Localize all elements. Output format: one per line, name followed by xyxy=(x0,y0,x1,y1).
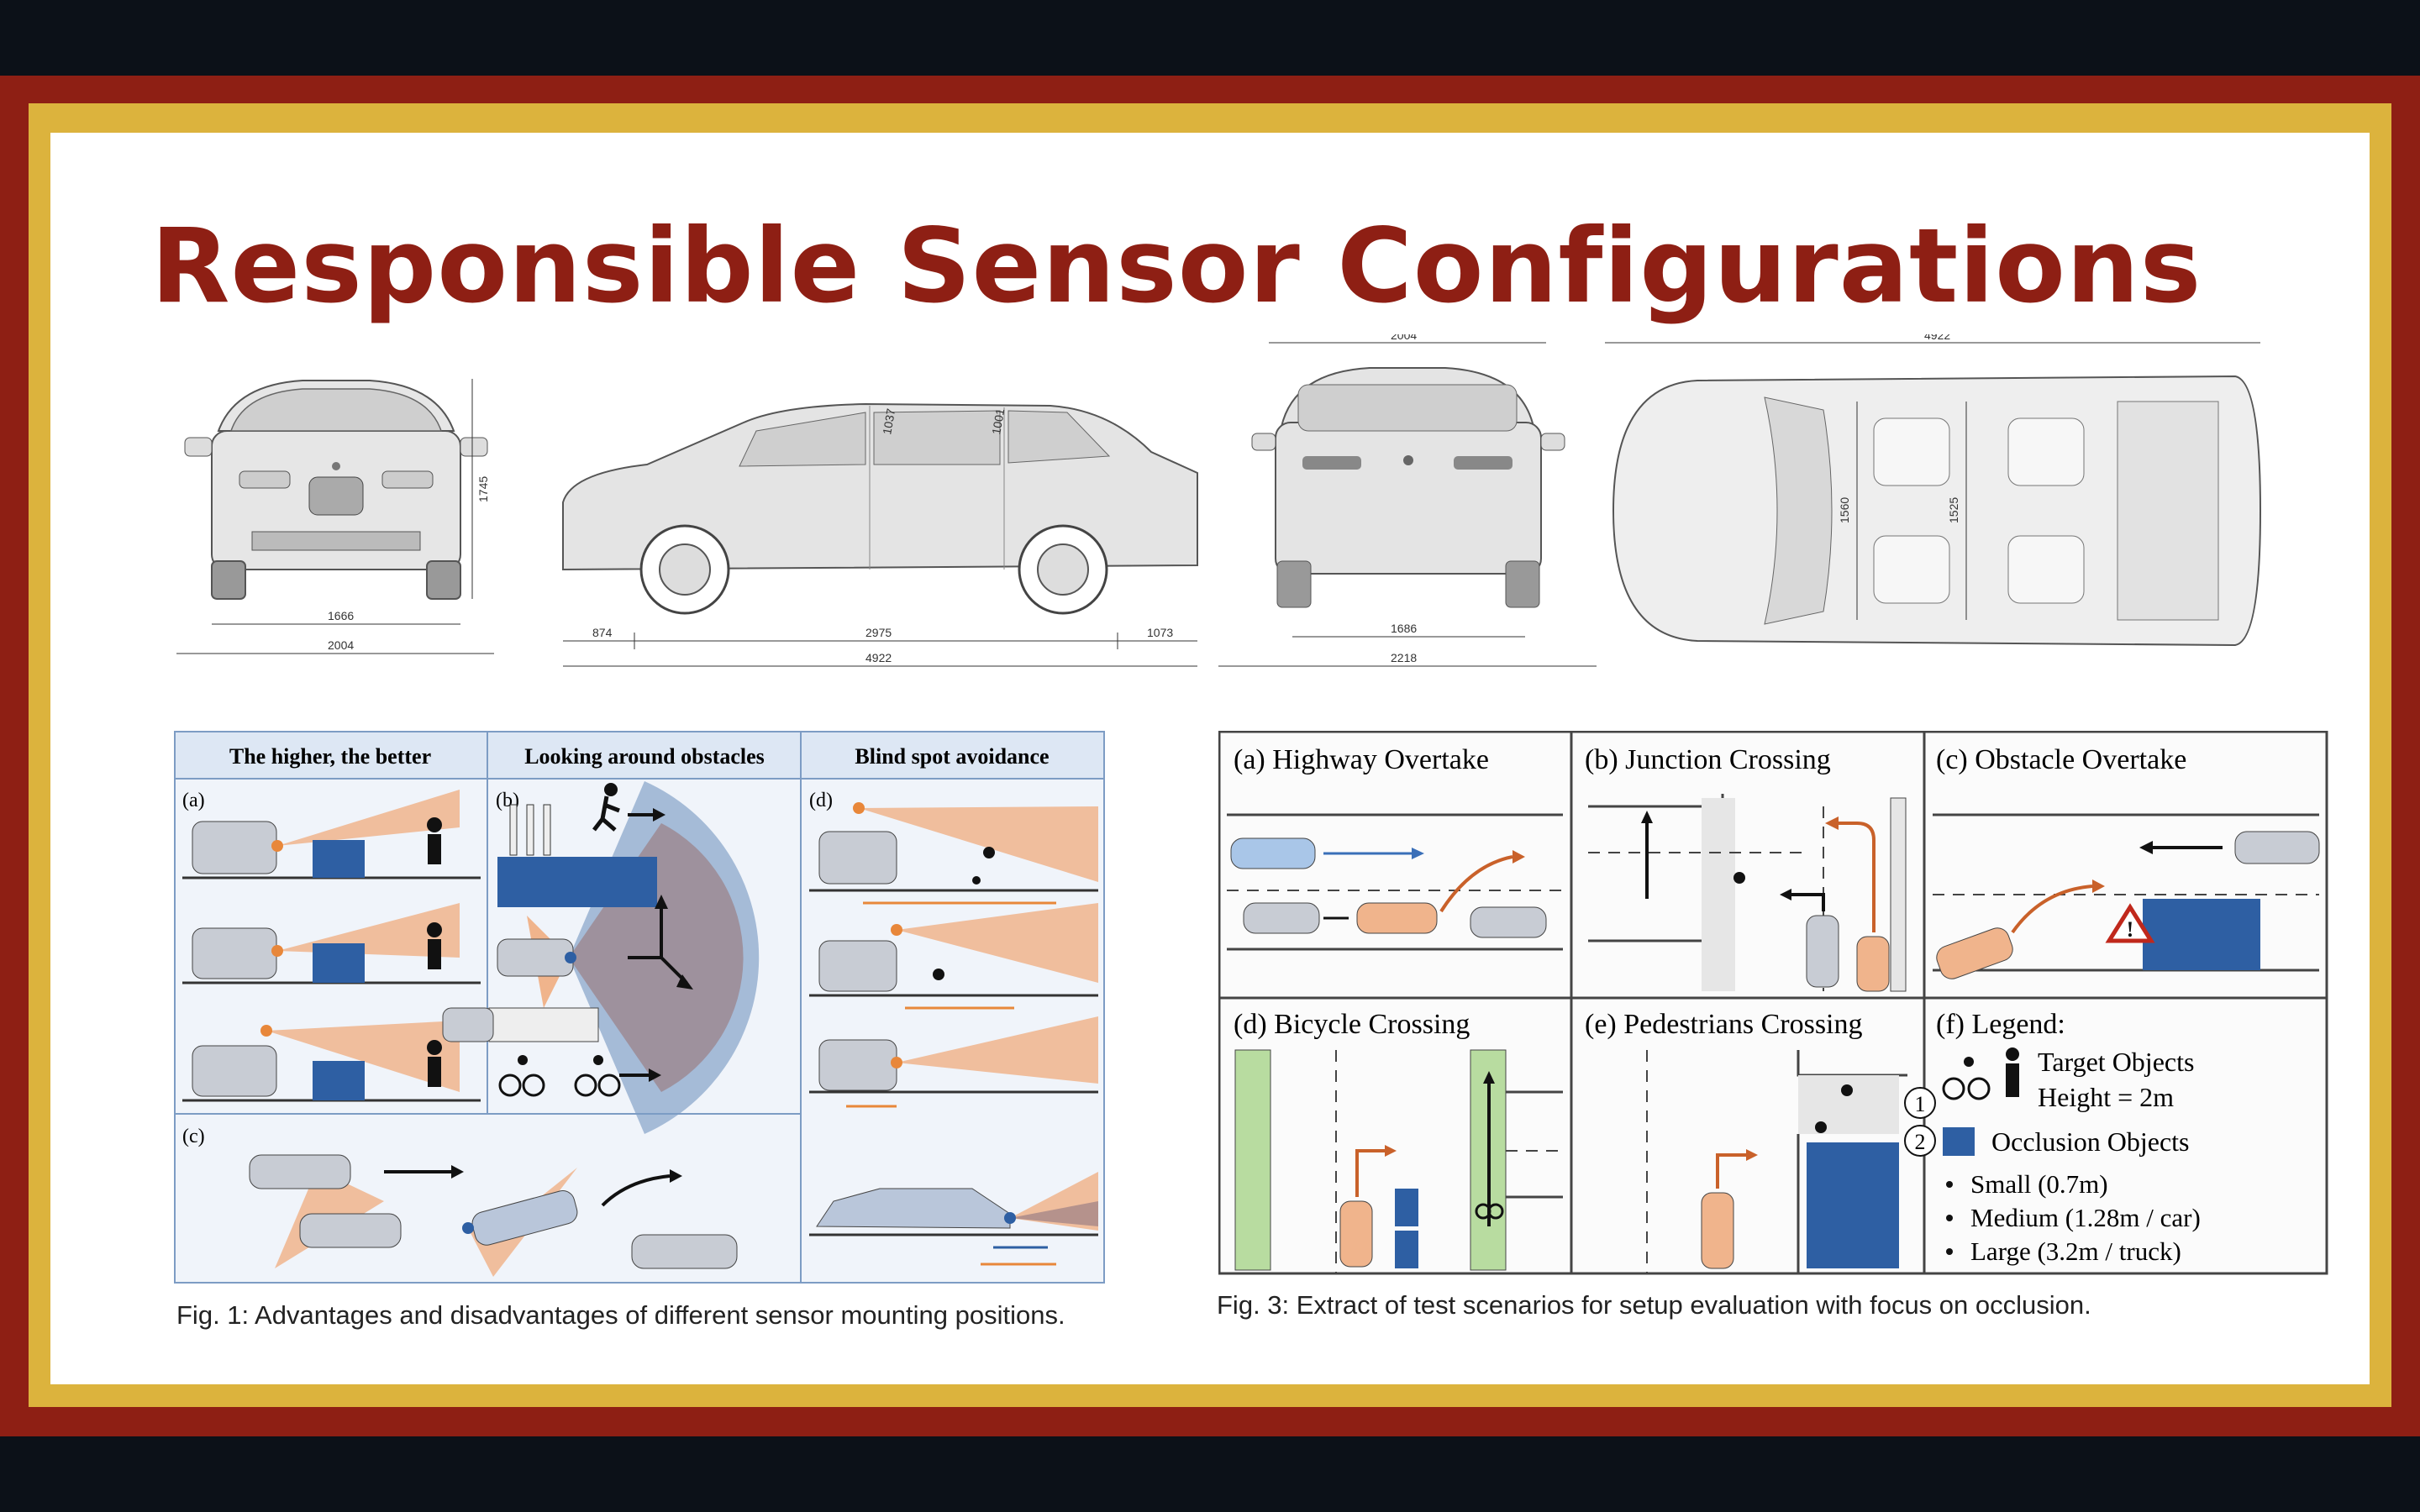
dim-length: 4922 xyxy=(865,651,892,664)
fig3-junction-crossing xyxy=(1588,794,1907,992)
dim-width-top: 2004 xyxy=(1391,334,1417,342)
fig1-panel-c xyxy=(249,1154,738,1277)
fig1-label-d: (d) xyxy=(809,790,833,811)
bicycle-icon xyxy=(1942,1077,1965,1100)
fig3-legend: Target Objects Height = 2m Occlusion Obj… xyxy=(1942,1047,2201,1266)
fig3-panel-a: (a) Highway Overtake xyxy=(1234,744,1489,775)
fig3-panel-c: (c) Obstacle Overtake xyxy=(1936,744,2186,775)
fig3-caption: Fig. 3: Extract of test scenarios for se… xyxy=(1217,1290,2091,1320)
fig1-label-c: (c) xyxy=(182,1126,205,1147)
fig3-panel-d: (d) Bicycle Crossing xyxy=(1234,1009,1470,1040)
car-side-view: 1037 1001 874 2975 1073 4922 xyxy=(562,402,1198,667)
fig1-panel-a xyxy=(182,790,481,1102)
fig1-header-1: The higher, the better xyxy=(229,744,431,769)
fig1-sensor-mounting: The higher, the better Looking around ob… xyxy=(174,731,1105,1284)
fig3-test-scenarios: (a) Highway Overtake (b) Junction Crossi… xyxy=(1218,731,2328,1275)
legend-occlusion: Occlusion Objects xyxy=(1991,1126,2190,1157)
dim-track: 1666 xyxy=(328,609,354,622)
fig3-bicycle-crossing xyxy=(1234,1049,1563,1273)
legend-size-small: Small (0.7m) xyxy=(1970,1169,2108,1199)
legend-height: Height = 2m xyxy=(2038,1082,2174,1112)
fig3-marker-2: 2 xyxy=(1915,1130,1926,1154)
dim-rear-overhang: 1073 xyxy=(1147,626,1173,639)
fig3-marker-1: 1 xyxy=(1915,1092,1926,1116)
fig3-panel-f: (f) Legend: xyxy=(1936,1009,2065,1040)
slide: Responsible Sensor Configurations 1745 1… xyxy=(50,133,2370,1384)
fig1-caption: Fig. 1: Advantages and disadvantages of … xyxy=(176,1300,1065,1330)
fig1-label-a: (a) xyxy=(182,790,205,811)
dim-door2: 1001 xyxy=(989,407,1007,436)
fig1-panel-d xyxy=(809,802,1098,1266)
fig3-highway-overtake xyxy=(1227,813,1563,951)
fig3-pedestrians-crossing: 1 2 xyxy=(1646,1050,1936,1273)
fig1-header-3: Blind spot avoidance xyxy=(855,744,1049,769)
dim-rear-track: 1686 xyxy=(1391,622,1417,635)
fig3-panel-b: (b) Junction Crossing xyxy=(1585,744,1831,775)
fig3-obstacle-overtake: ! xyxy=(1933,813,2320,979)
dim-front-overhang: 874 xyxy=(592,626,613,639)
svg-text:!: ! xyxy=(2127,917,2134,942)
legend-size-medium: Medium (1.28m / car) xyxy=(1970,1203,2201,1232)
slide-title: Responsible Sensor Configurations xyxy=(150,207,2202,326)
car-top-view: 4922 1560 1525 xyxy=(1605,334,2262,647)
dim-top-length: 4922 xyxy=(1924,334,1950,342)
dim-height: 1745 xyxy=(476,476,490,502)
car-rear-view: 2004 1686 2218 xyxy=(1218,334,1597,667)
dim-door1: 1037 xyxy=(880,407,897,436)
dim-width: 2004 xyxy=(328,638,354,652)
dim-wheelbase: 2975 xyxy=(865,626,892,639)
pedestrian-icon xyxy=(2006,1047,2019,1061)
dim-mirror-width: 2218 xyxy=(1391,651,1417,664)
legend-target: Target Objects xyxy=(2038,1047,2194,1077)
fig1-header-2: Looking around obstacles xyxy=(524,744,765,769)
car-front-view: 1745 1666 2004 xyxy=(176,379,494,654)
dim-inner1: 1560 xyxy=(1838,497,1851,523)
dim-inner2: 1525 xyxy=(1947,497,1960,523)
fig3-panel-e: (e) Pedestrians Crossing xyxy=(1585,1009,1863,1040)
fig1-panel-b xyxy=(442,781,760,1134)
legend-size-large: Large (3.2m / truck) xyxy=(1970,1236,2181,1266)
